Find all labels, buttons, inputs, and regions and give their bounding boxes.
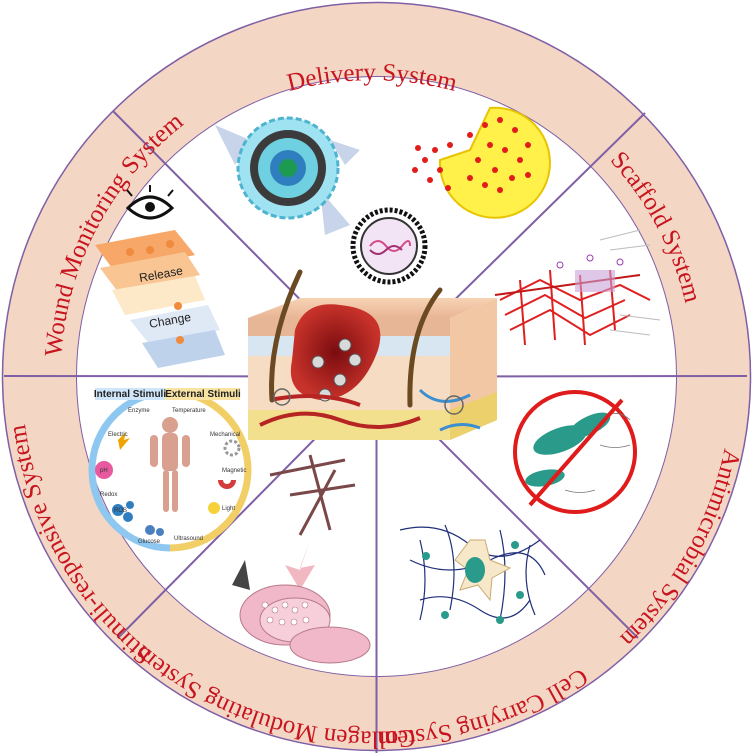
human-body-icon: [150, 417, 190, 512]
electric-label: Electric: [108, 432, 128, 438]
collagen-illustration: [232, 454, 371, 664]
mechanical-icon: [223, 439, 241, 457]
antimicrobial-illustration: [513, 390, 637, 514]
release-sphere-icon: [412, 106, 551, 219]
ph-label: pH: [100, 468, 108, 474]
enzyme-label: Enzyme: [128, 408, 150, 414]
electric-icon: [118, 432, 130, 450]
internal-stimuli-label: Internal Stimuli: [94, 389, 166, 400]
external-stimuli-label: External Stimuli: [165, 389, 241, 400]
ph-icon: [95, 461, 113, 479]
skin-wound-illustration: [248, 269, 497, 440]
magnetic-icon: [218, 480, 236, 489]
mechanical-label: Mechanical: [210, 432, 240, 438]
liposome-icon: [350, 207, 428, 285]
light-label: Light: [222, 506, 235, 512]
ros-icon: [112, 501, 134, 522]
delivery-illustration: [215, 106, 551, 285]
nanoparticle-icon: [215, 116, 360, 235]
glucose-label: Glucose: [138, 539, 161, 545]
temperature-label: Temperature: [172, 408, 206, 414]
redox-label: Redox: [100, 492, 117, 498]
light-icon: [208, 502, 220, 514]
eye-icon: [125, 185, 175, 220]
cell-carrying-illustration: [399, 524, 546, 624]
monitoring-panel: Release Change: [95, 185, 225, 368]
scaffold-illustration: [494, 229, 661, 346]
magnetic-label: Magnetic: [222, 468, 246, 474]
stimuli-panel: Internal Stimuli External Stimuli Enzyme…: [88, 388, 252, 552]
ros-label: ROS: [114, 508, 127, 514]
glucose-icon: [145, 525, 164, 536]
ultrasound-label: Ultrasound: [174, 536, 203, 542]
